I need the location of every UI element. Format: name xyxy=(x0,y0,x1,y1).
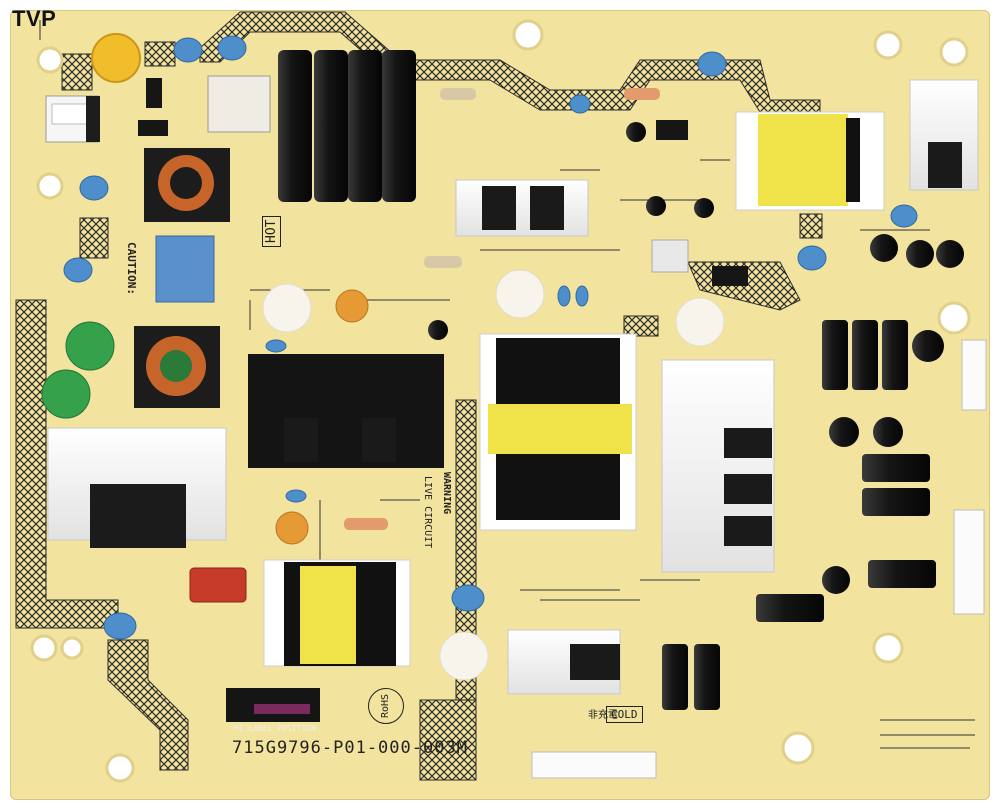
heatsinks xyxy=(47,79,979,695)
board-part-number: 715G9796-P01-000-003M xyxy=(232,738,468,758)
integrated-circuits xyxy=(138,78,748,286)
input-connector xyxy=(45,95,100,143)
cold-side-label: COLD xyxy=(606,706,643,723)
blue-disc-capacitors xyxy=(63,35,918,640)
relay-box xyxy=(207,75,271,133)
caution-label: CAUTION: xyxy=(125,242,138,295)
yellow-disc-capacitor xyxy=(91,33,141,83)
resistors xyxy=(344,88,660,530)
output-capacitors xyxy=(428,122,964,710)
mounting-holes xyxy=(30,19,971,783)
white-standoffs xyxy=(262,269,725,681)
power-transistors xyxy=(284,142,962,680)
barcode-stripe xyxy=(254,704,310,714)
output-connectors xyxy=(531,339,987,779)
llc-transformer xyxy=(735,111,885,211)
brand-watermark: TVP xyxy=(12,6,57,31)
cold-side-cn-label: 非充電 xyxy=(588,710,618,721)
live-circuit-label: LIVE CIRCUIT xyxy=(422,476,433,549)
hot-side-label: HOT xyxy=(262,215,281,247)
warning-label: WARNING xyxy=(441,472,452,515)
rohs-mark: RoHS xyxy=(368,688,404,724)
common-mode-chokes xyxy=(134,148,230,408)
green-thermistors xyxy=(41,321,115,419)
optocoupler xyxy=(651,239,689,273)
orange-capacitors xyxy=(189,289,369,603)
bulk-electrolytic-capacitors xyxy=(278,50,416,202)
main-transformer xyxy=(479,333,637,531)
standby-transformer xyxy=(263,559,411,667)
label-position-text: MI LABEL POSITION xyxy=(234,724,316,733)
x-capacitor-block xyxy=(155,235,215,303)
